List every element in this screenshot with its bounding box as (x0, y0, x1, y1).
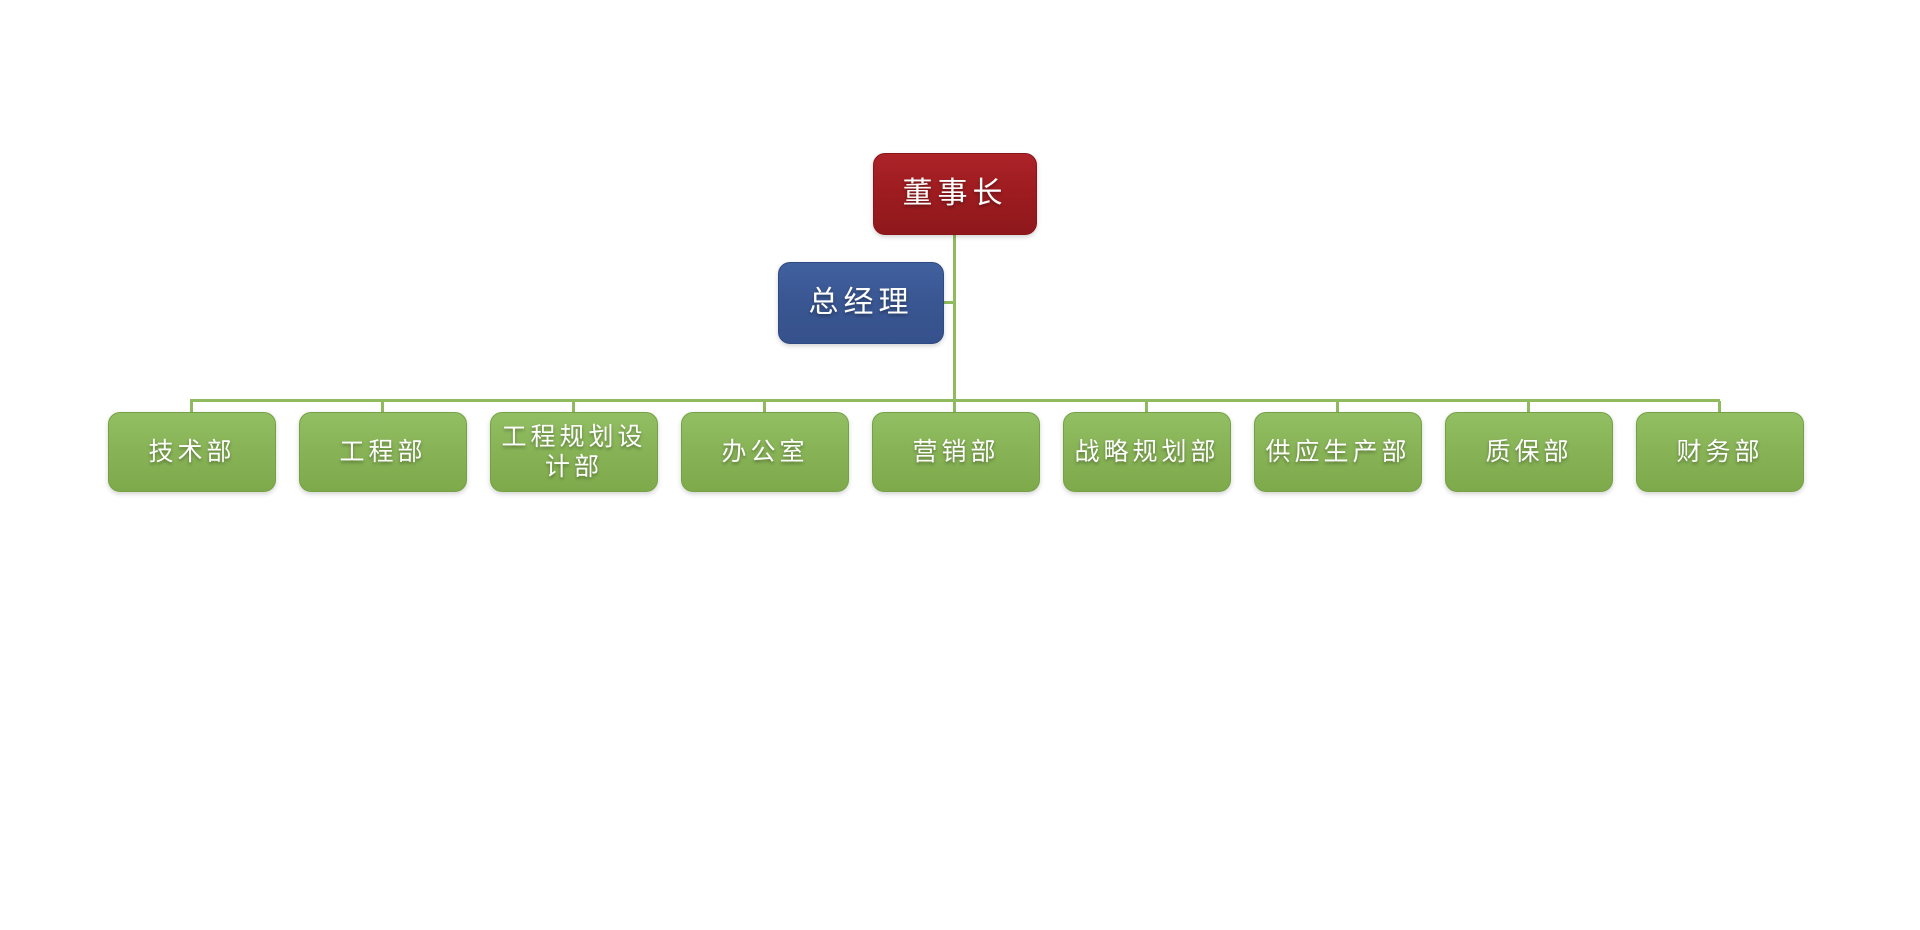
org-node-dept-strategic-planning[interactable]: 战略规划部 (1063, 412, 1231, 492)
org-node-dept-quality-assurance[interactable]: 质保部 (1445, 412, 1613, 492)
dept-label: 工程部 (339, 437, 427, 466)
dept-label: 战略规划部 (1074, 437, 1220, 466)
connector-drop-line (1718, 401, 1721, 412)
dept-label: 供应生产部 (1265, 437, 1411, 466)
org-node-general-manager[interactable]: 总经理 (778, 262, 944, 344)
connector-drop-line (1145, 401, 1148, 412)
connector-horizontal-bus (190, 399, 1720, 402)
connector-drop-line (1527, 401, 1530, 412)
dept-label: 营销部 (912, 437, 1000, 466)
org-node-dept-office[interactable]: 办公室 (681, 412, 849, 492)
connector-drop-line (572, 401, 575, 412)
dept-label: 质保部 (1485, 437, 1573, 466)
org-node-dept-marketing[interactable]: 营销部 (872, 412, 1040, 492)
org-node-dept-supply-production[interactable]: 供应生产部 (1254, 412, 1422, 492)
connector-assistant-stub (941, 301, 955, 304)
connector-trunk-line (953, 233, 956, 400)
org-node-dept-engineering-planning-design[interactable]: 工程规划设 计部 (490, 412, 658, 492)
connector-drop-line (381, 401, 384, 412)
dept-label: 技术部 (148, 437, 236, 466)
org-node-chairman[interactable]: 董事长 (873, 153, 1037, 235)
connector-drop-line (190, 401, 193, 412)
org-node-dept-technology[interactable]: 技术部 (108, 412, 276, 492)
org-node-general-manager-label: 总经理 (808, 285, 914, 319)
connector-drop-line (953, 401, 956, 412)
connector-drop-line (763, 401, 766, 412)
org-node-dept-finance[interactable]: 财务部 (1636, 412, 1804, 492)
org-node-chairman-label: 董事长 (902, 176, 1008, 210)
org-node-dept-engineering[interactable]: 工程部 (299, 412, 467, 492)
connector-drop-line (1336, 401, 1339, 412)
dept-label: 财务部 (1676, 437, 1764, 466)
dept-label: 办公室 (721, 437, 809, 466)
dept-label: 工程规划设 计部 (501, 422, 647, 482)
